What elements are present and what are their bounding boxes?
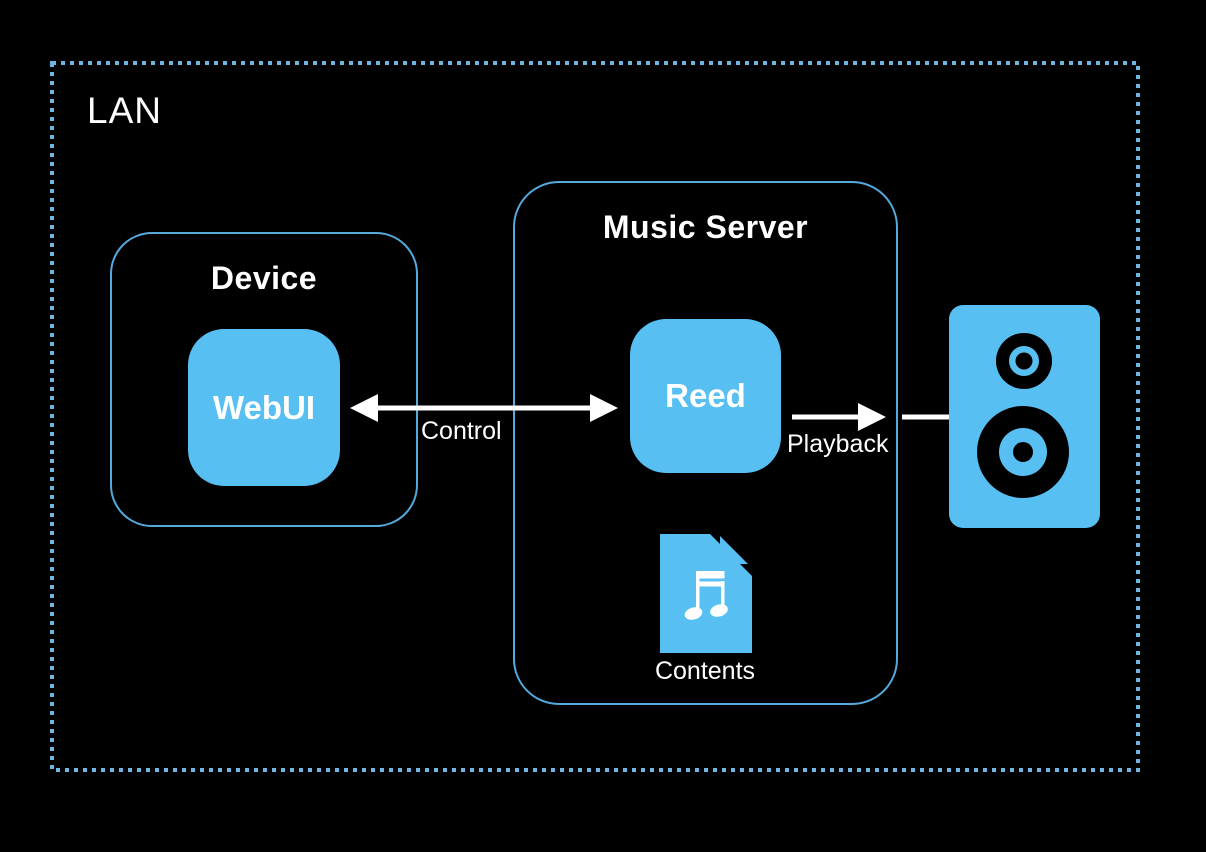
contents-file-label: Contents (654, 657, 756, 685)
reed-node: Reed (630, 319, 781, 473)
playback-edge-label: Playback (787, 430, 889, 458)
reed-node-label: Reed (665, 377, 746, 414)
control-edge-label: Control (421, 417, 502, 445)
webui-node-label: WebUI (212, 388, 316, 426)
speaker-cabinet (949, 305, 1100, 528)
speaker-tweeter-dot (1015, 352, 1033, 370)
device-title: Device (210, 260, 318, 296)
lan-label: LAN (87, 90, 162, 131)
speaker-tweeter-outer (996, 333, 1052, 389)
speaker-woofer-outer (977, 406, 1069, 498)
webui-node: WebUI (188, 329, 340, 486)
speaker-icon (949, 305, 1100, 528)
speaker-woofer-ring (999, 428, 1047, 476)
speaker-connector-line (902, 414, 949, 420)
speaker-woofer-dot (1013, 442, 1033, 462)
music-server-title: Music Server (602, 209, 809, 245)
speaker-tweeter-ring (1009, 346, 1039, 376)
